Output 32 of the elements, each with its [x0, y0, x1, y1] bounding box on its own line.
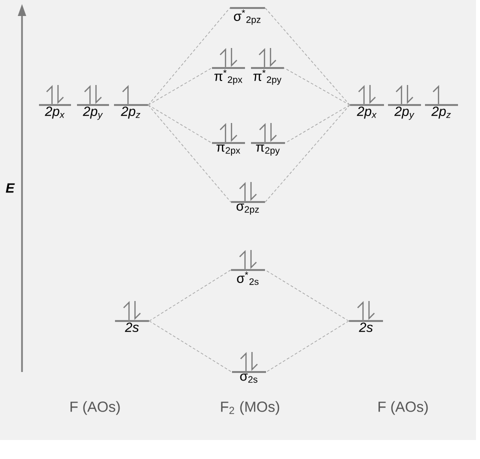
energy-level: 2s: [349, 301, 383, 332]
energy-level: π$^{*}$2px: [212, 48, 245, 85]
dashed-line: [264, 104, 350, 202]
energy-level: 2p$_{z}$: [425, 85, 458, 119]
dashed-line: [148, 68, 212, 106]
energy-level: π$_{2px}$: [212, 123, 245, 156]
energy-level: σ$^{*}$2s: [231, 250, 265, 285]
energy-level: π$^{*}$2py: [251, 48, 284, 85]
dashed-line: [264, 270, 350, 322]
dashed-line: [284, 68, 350, 106]
dashed-line: [284, 104, 350, 144]
energy-level: σ$_{2s}$: [232, 352, 266, 383]
dashed-line: [148, 104, 232, 202]
energy-level: 2p$_{x}$: [39, 85, 71, 119]
column-label: F (AOs): [70, 401, 120, 415]
dashed-line: [148, 270, 232, 322]
energy-level: 2p$_{z}$: [114, 85, 148, 119]
energy-level: σ$_{2pz}$: [231, 182, 265, 215]
dashed-line: [148, 320, 232, 372]
energy-level: 2p$_{y}$: [77, 85, 109, 120]
energy-level: 2s: [115, 301, 149, 332]
column-label: F (AOs): [378, 401, 428, 415]
energy-level: 2p$_{y}$: [388, 85, 421, 120]
axis-label: E: [6, 183, 15, 193]
energy-level: 2p$_{x}$: [350, 85, 384, 119]
dashed-line: [148, 104, 212, 144]
column-label: F$_{2}$ (MOs): [221, 401, 280, 415]
dashed-line: [264, 8, 350, 106]
energy-level: π$_{2py}$: [251, 123, 285, 156]
dashed-line: [266, 320, 350, 372]
dashed-line: [148, 8, 230, 106]
energy-level: σ$^{*}$2pz: [230, 7, 265, 25]
